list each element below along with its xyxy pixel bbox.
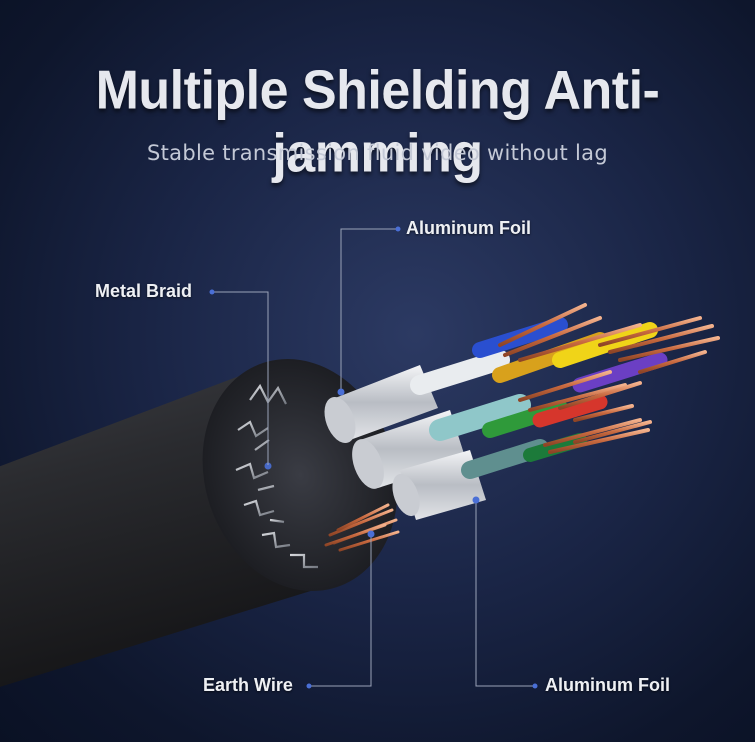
headline: Multiple Shielding Anti-jamming [95,60,660,184]
earth-wire [324,503,400,552]
callout-lines [212,228,535,687]
callout-aluminum-foil-bottom: Aluminum Foil [545,675,670,695]
cable-jacket [0,358,398,687]
callout-dots [209,226,538,689]
callout-earth-wire: Earth Wire [203,675,293,695]
copper-conductors [498,303,720,454]
callout-aluminum-foil-top: Aluminum Foil [406,218,531,238]
callout-metal-braid: Metal Braid [95,281,193,301]
subheadline: Stable transmission fluid video without … [147,141,608,165]
